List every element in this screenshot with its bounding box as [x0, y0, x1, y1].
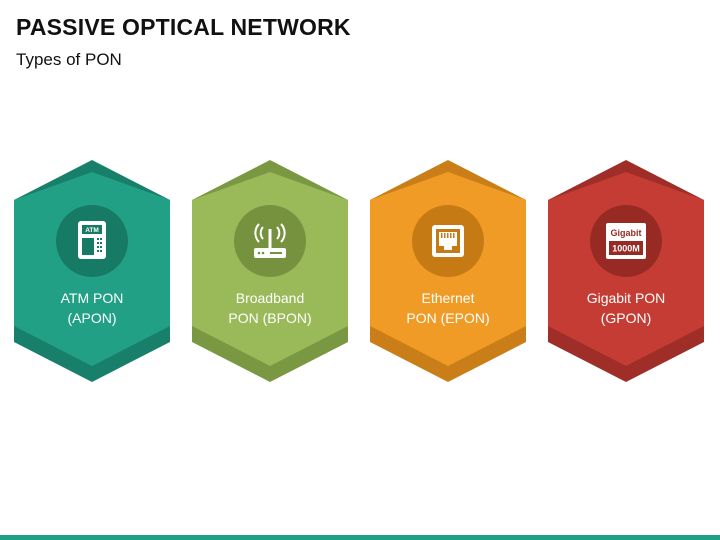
card-label-line2: (APON) — [67, 310, 117, 326]
card-label-line2: (GPON) — [600, 310, 652, 326]
card-label: Broadband PON (BPON) — [200, 288, 340, 328]
ethernet-port-icon — [412, 205, 484, 277]
gigabit-icon-text-bottom: 1000M — [612, 244, 640, 254]
card-atm-pon: ATM ATM PON (APON) — [14, 160, 170, 382]
card-label-line2: PON (BPON) — [228, 310, 312, 326]
card-label: Gigabit PON (GPON) — [556, 288, 696, 328]
card-label: ATM PON (APON) — [22, 288, 162, 328]
card-gigabit-pon: Gigabit 1000M Gigabit PON (GPON) — [548, 160, 704, 382]
card-label-line2: PON (EPON) — [406, 310, 490, 326]
card-label-line1: ATM PON — [60, 290, 124, 306]
atm-icon: ATM — [56, 205, 128, 277]
card-label-line1: Ethernet — [421, 290, 475, 306]
page-title: PASSIVE OPTICAL NETWORK — [16, 14, 351, 40]
card-label: Ethernet PON (EPON) — [378, 288, 518, 328]
card-label-line1: Broadband — [235, 290, 305, 306]
card-label-line1: Gigabit PON — [586, 290, 666, 306]
page-subtitle: Types of PON — [16, 50, 122, 69]
svg-text:ATM: ATM — [85, 227, 99, 234]
router-icon — [234, 205, 306, 277]
card-broadband-pon: Broadband PON (BPON) — [192, 160, 348, 382]
card-ethernet-pon: Ethernet PON (EPON) — [370, 160, 526, 382]
gigabit-icon-text-top: Gigabit — [611, 228, 642, 238]
bottom-accent-bar — [0, 535, 720, 540]
gigabit-icon: Gigabit 1000M — [590, 205, 662, 277]
